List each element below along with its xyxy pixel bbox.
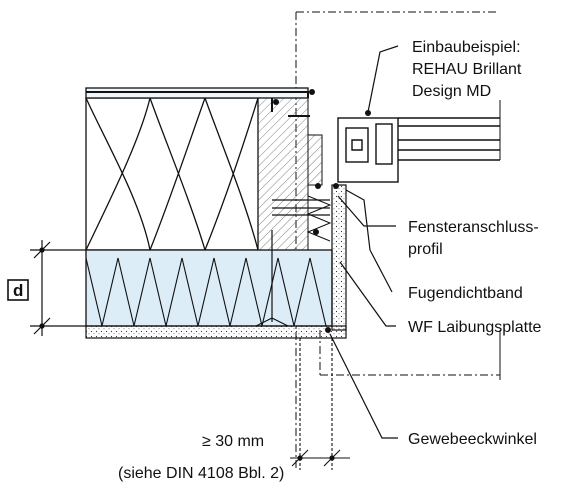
window-profile xyxy=(337,117,500,183)
flashing xyxy=(86,91,310,117)
label-mesh-angle: Gewebeeckwinkel xyxy=(408,431,537,448)
leader-lines xyxy=(329,45,399,439)
label-norm-ref: (siehe DIN 4108 Bbl. 2) xyxy=(118,465,284,482)
label-profile-2: profil xyxy=(408,241,443,258)
label-example-1: Einbaubeispiel: xyxy=(412,39,521,56)
insulation-lower xyxy=(85,249,333,327)
label-example-2: REHAU Brillant xyxy=(412,61,522,78)
label-profile-1: Fensteranschluss- xyxy=(408,219,539,236)
reference-lines xyxy=(295,11,501,470)
outer-plaster xyxy=(85,325,347,339)
label-tape: Fugendichtband xyxy=(408,285,523,302)
insulation-upper xyxy=(85,97,259,251)
insulation-dowel xyxy=(255,199,330,327)
label-min-gap: ≥ 30 mm xyxy=(202,433,264,450)
dimension-d-label: d xyxy=(13,281,23,300)
masonry-wall xyxy=(257,97,309,251)
joint-tape xyxy=(306,134,332,242)
label-example-3: Design MD xyxy=(412,83,491,100)
label-reveal-board: WF Laibungsplatte xyxy=(408,319,542,336)
reveal-board xyxy=(331,184,347,331)
